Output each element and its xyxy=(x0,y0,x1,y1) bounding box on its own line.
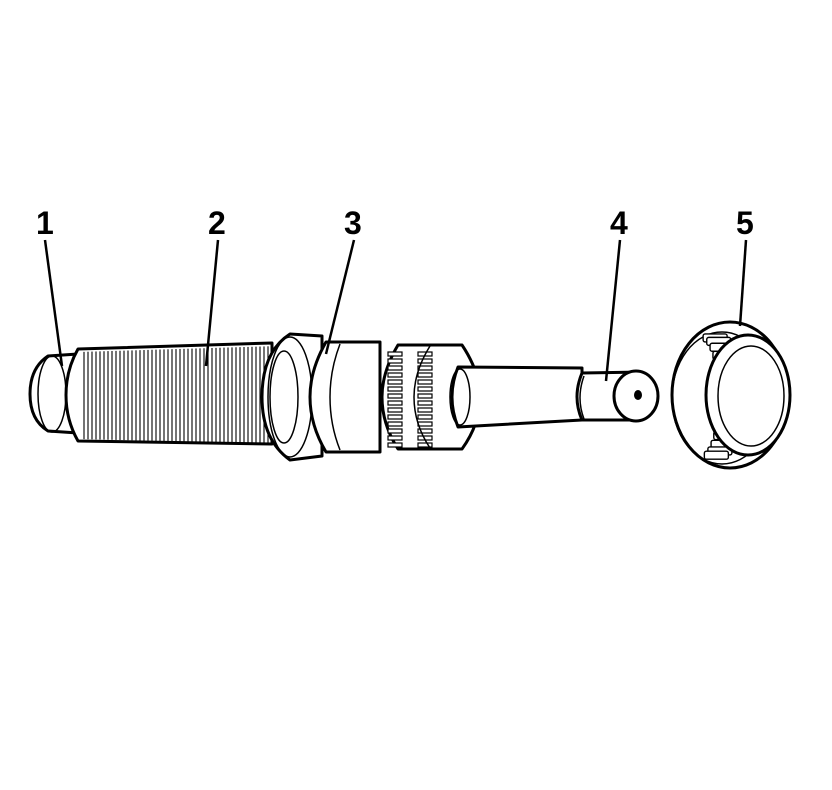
callout-label-5: 5 xyxy=(736,205,754,241)
roller-bearing-part xyxy=(670,320,792,470)
gear-teeth xyxy=(387,351,433,448)
splined-section-part xyxy=(64,341,274,446)
callout-leader-2 xyxy=(204,239,220,367)
callout-leader-3 xyxy=(324,239,356,355)
callout-leader-5 xyxy=(738,239,748,327)
callout-label-3: 3 xyxy=(344,205,362,241)
callout-label-1: 1 xyxy=(36,205,54,241)
spline-lines xyxy=(83,346,269,444)
callout-label-2: 2 xyxy=(208,205,226,241)
callout-label-4: 4 xyxy=(610,205,628,241)
flange-collar-part xyxy=(260,332,482,462)
callout-leader-1 xyxy=(43,239,64,367)
shaft-journal-part xyxy=(449,365,660,429)
callout-leader-4 xyxy=(604,239,622,382)
